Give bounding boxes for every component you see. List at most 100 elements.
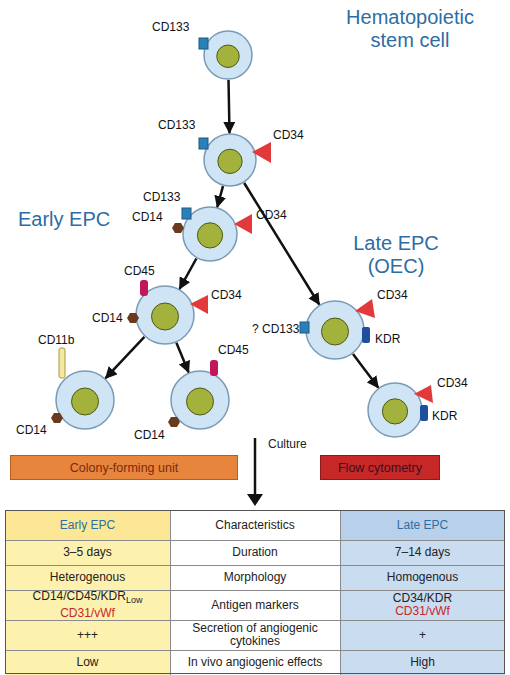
connector-arrow xyxy=(244,183,319,305)
table-line: High xyxy=(410,656,435,669)
marker-label: CD11b xyxy=(38,333,74,347)
table-line: CD31/vWf xyxy=(60,607,115,620)
cell-outline xyxy=(367,382,423,438)
cell-nucleus xyxy=(197,223,222,248)
table-column xyxy=(340,540,505,675)
cell-nucleus xyxy=(217,45,240,68)
cell-node: CD133 xyxy=(203,30,253,80)
cell-outline xyxy=(305,300,365,360)
marker-label: CD14 xyxy=(134,428,165,442)
cell-nucleus xyxy=(382,399,407,424)
table-line: Low xyxy=(76,656,98,669)
table-cell-text: +++ xyxy=(77,628,98,642)
table-header-cell xyxy=(340,510,505,540)
marker-label: CD14 xyxy=(92,311,123,325)
connector-arrow xyxy=(229,80,230,133)
table-line: CD31/vWf xyxy=(395,605,450,618)
table-line: Heterogenous xyxy=(50,571,125,584)
cell-outline xyxy=(170,370,230,430)
table-row-heading: Secretion of angiogenic cytokines xyxy=(192,621,317,648)
marker-label: CD133 xyxy=(158,118,195,132)
table-rule xyxy=(340,510,341,675)
cd11b-marker xyxy=(59,348,65,378)
subscript: Low xyxy=(126,595,143,605)
cell-membrane xyxy=(306,301,364,359)
table-cell-text: CD14/CD45/KDR xyxy=(33,589,126,603)
marker-label: CD133 xyxy=(143,190,180,204)
table-line: Characteristics xyxy=(215,519,294,532)
table-cell: + xyxy=(340,620,505,650)
marker-label: CD45 xyxy=(218,343,249,357)
table-cell: 3–5 days xyxy=(5,540,170,565)
cell-membrane xyxy=(183,207,237,261)
marker-label: CD45 xyxy=(124,264,155,278)
table-row-heading: In vivo angiogenic effects xyxy=(188,655,323,669)
table-cell-text: 3–5 days xyxy=(63,545,112,559)
cell-outline xyxy=(203,30,253,80)
table-row-heading: Antigen markers xyxy=(211,598,298,612)
table-cell-text: High xyxy=(410,655,435,669)
cell-node: CD133CD34 xyxy=(203,133,257,187)
table-cell: CD34/KDRCD31/vWf xyxy=(340,590,505,620)
cell-membrane xyxy=(171,371,229,429)
connector-arrow xyxy=(353,354,378,388)
cell-membrane xyxy=(56,371,114,429)
table-line: Late EPC xyxy=(397,519,448,532)
table-cell: Low xyxy=(5,650,170,675)
cell-node: CD34KDR xyxy=(367,382,423,438)
connector-arrow xyxy=(217,186,223,207)
cd14-marker xyxy=(172,223,184,233)
cell-node: CD11bCD14 xyxy=(55,370,115,430)
table-header-cell xyxy=(5,510,170,540)
table-rule xyxy=(5,565,505,566)
table-rule xyxy=(170,510,171,675)
table-line: Duration xyxy=(232,546,277,559)
table-rule xyxy=(5,540,505,541)
table-grid xyxy=(5,510,505,675)
cell-nucleus xyxy=(218,149,242,173)
table-header: Characteristics xyxy=(215,518,294,532)
cell-nucleus xyxy=(152,303,179,330)
table-cell: +++ xyxy=(5,620,170,650)
table-cell-text: Low xyxy=(76,655,98,669)
table-cell: Heterogenous xyxy=(5,565,170,590)
table-cell: Duration xyxy=(170,540,340,565)
cell-outline xyxy=(182,206,238,262)
table-cell: Antigen markers xyxy=(170,590,340,620)
process-box: Flow cytometry xyxy=(320,455,440,480)
cell-nucleus xyxy=(322,318,349,345)
marker-label: ? CD133 xyxy=(252,322,299,336)
marker-label: CD34 xyxy=(211,288,242,302)
group-label: Early EPC xyxy=(18,208,133,231)
table-cell: Characteristics xyxy=(170,510,340,540)
cell-membrane xyxy=(204,134,256,186)
table-header: Late EPC xyxy=(397,518,448,532)
table-cell-text: Homogenous xyxy=(387,570,458,584)
cell-node: ? CD133CD34KDR xyxy=(305,300,365,360)
box-label: Flow cytometry xyxy=(321,456,439,481)
table-cell: Early EPC xyxy=(5,510,170,540)
table-cell: CD14/CD45/KDRLowCD31/vWf xyxy=(5,590,170,620)
marker-label: CD34 xyxy=(437,376,468,390)
table-line: 3–5 days xyxy=(63,546,112,559)
table-cell: In vivo angiogenic effects xyxy=(170,650,340,675)
table-column xyxy=(5,540,170,675)
table-line: In vivo angiogenic effects xyxy=(188,656,323,669)
table-cell: Late EPC xyxy=(340,510,505,540)
table-cell: High xyxy=(340,650,505,675)
connector-arrow xyxy=(106,337,145,378)
cell-membrane xyxy=(368,383,422,437)
table-cell-text: CD34/KDR xyxy=(393,591,452,605)
table-cell: Morphology xyxy=(170,565,340,590)
table-cell-text: 7–14 days xyxy=(395,545,450,559)
table-line: Morphology xyxy=(224,571,287,584)
table-cell-text: Heterogenous xyxy=(50,570,125,584)
cell-node: CD45CD14 xyxy=(170,370,230,430)
table-line: CD14/CD45/KDRLow xyxy=(33,590,143,607)
connector-arrow xyxy=(180,259,197,289)
group-label: Late EPC (OEC) xyxy=(340,232,452,278)
table-row-heading: Duration xyxy=(232,545,277,559)
table-line: +++ xyxy=(77,629,98,642)
connector-arrow xyxy=(176,343,188,373)
